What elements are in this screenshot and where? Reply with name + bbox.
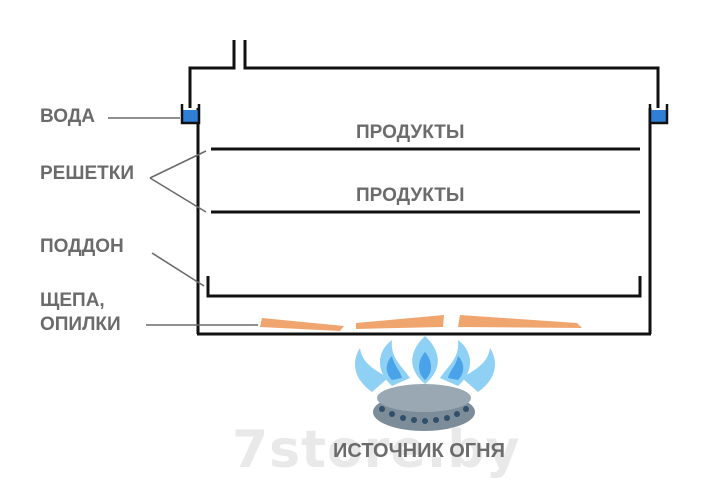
- smokehouse-body: [196, 108, 652, 336]
- wood-chips: [260, 315, 582, 331]
- burner-cap: [377, 384, 471, 412]
- pointer-grate-upper: [149, 150, 207, 179]
- pointer-tray: [151, 252, 205, 287]
- flames: [355, 336, 495, 392]
- label-products-upper: ПРОДУКТЫ: [356, 122, 465, 143]
- tray: [206, 276, 642, 298]
- label-water: ВОДА: [40, 106, 96, 127]
- label-chips-line2: ОПИЛКИ: [40, 314, 121, 335]
- pointer-lines: [108, 117, 258, 326]
- lid: [188, 40, 660, 108]
- label-grates: РЕШЕТКИ: [40, 163, 134, 184]
- label-tray: ПОДДОН: [40, 236, 124, 257]
- label-fire-source: ИСТОЧНИК ОГНЯ: [333, 440, 505, 462]
- label-products-lower: ПРОДУКТЫ: [356, 185, 465, 206]
- burner: [355, 336, 495, 431]
- watermark: 7store.by: [232, 420, 521, 480]
- water-seal-right: [648, 104, 669, 125]
- label-chips-line1: ЩЕПА,: [40, 290, 105, 311]
- water-seal-left: [180, 104, 201, 125]
- pointer-grate-lower: [149, 177, 207, 213]
- burner-holes: [379, 406, 469, 424]
